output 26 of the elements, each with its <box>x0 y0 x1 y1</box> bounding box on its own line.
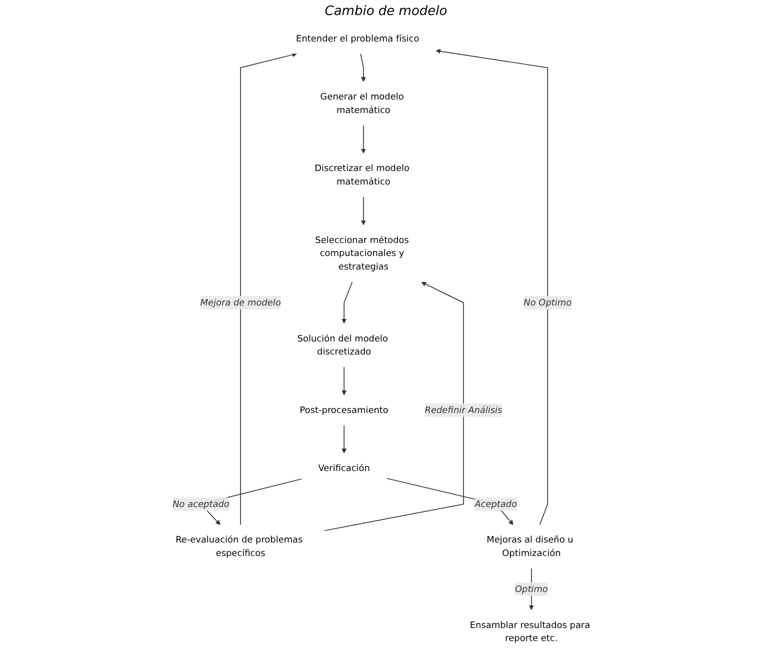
arrow <box>436 48 548 526</box>
node-text: Ensamblar resultados para reporte etc. <box>470 619 590 644</box>
edge-label: Optimo <box>514 584 548 594</box>
arrow <box>342 366 347 396</box>
node-text: Post-procesamiento <box>300 404 388 416</box>
edge-label: No aceptado <box>172 498 230 510</box>
arrow <box>342 424 347 454</box>
note-text: Cambio de modelo <box>324 4 448 19</box>
node-text: Mejoras al diseño u Optimización <box>486 534 574 558</box>
edge-label: No Optimo <box>524 297 572 308</box>
node-text: Re-evaluación de problemas específicos <box>176 534 303 558</box>
arrow <box>240 52 298 526</box>
node-text: Entender el problema físico <box>296 32 420 44</box>
node-text: Generar el modelo matemático <box>320 91 404 116</box>
edge-label: Redefinir Análisis <box>424 404 502 416</box>
edge-label: Mejora de modelo <box>200 297 281 308</box>
node-text: Verificación <box>318 462 370 474</box>
node-text: Seleccionar métodos computacionales y estrategias <box>315 234 409 272</box>
node-text: Discretizar el modelo matemático <box>314 162 410 187</box>
arrow <box>360 53 366 82</box>
edge-label: Aceptado <box>474 498 518 510</box>
node-text: Solución del modelo discretizado <box>297 332 388 357</box>
arrow <box>361 196 366 226</box>
arrow <box>361 124 366 154</box>
arrow <box>342 282 353 324</box>
arrow <box>324 282 464 532</box>
